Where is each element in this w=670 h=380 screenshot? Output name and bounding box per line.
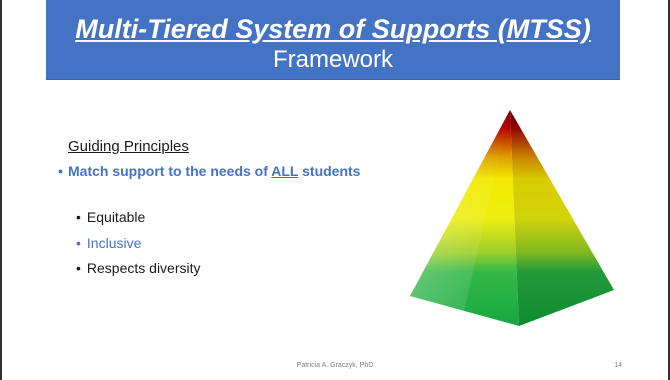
bullet-icon: • bbox=[58, 163, 63, 179]
main-bullet-text-end: students bbox=[298, 163, 361, 179]
guiding-principles-heading: Guiding Principles bbox=[68, 138, 189, 155]
bullet-icon: • bbox=[76, 235, 81, 251]
slide-title: Multi-Tiered System of Supports (MTSS) bbox=[75, 14, 591, 44]
page-number: 14 bbox=[614, 362, 622, 369]
main-bullet: • Match support to the needs of ALL stud… bbox=[58, 162, 398, 180]
slide-subtitle: Framework bbox=[272, 46, 393, 73]
sub-bullet-label: Inclusive bbox=[86, 235, 142, 251]
main-bullet-text: Match support to the needs of ALL studen… bbox=[68, 162, 398, 180]
bullet-icon: • bbox=[76, 209, 81, 225]
title-band: Multi-Tiered System of Supports (MTSS) F… bbox=[46, 0, 620, 80]
sub-bullet-label: Respects diversity bbox=[86, 260, 201, 276]
sub-bullet-inclusive: • Inclusive bbox=[76, 234, 141, 252]
bullet-icon: • bbox=[76, 260, 81, 276]
pyramid-highlight bbox=[410, 110, 510, 311]
sub-bullet-equitable: • Equitable bbox=[76, 208, 145, 226]
main-bullet-text-start: Match support to the needs of bbox=[68, 163, 272, 179]
footer-author: Patricia A. Graczyk, PhD bbox=[296, 362, 374, 369]
pyramid-graphic bbox=[410, 110, 614, 326]
main-bullet-emphasis: ALL bbox=[271, 163, 299, 179]
pyramid-right-face bbox=[510, 110, 614, 326]
sub-bullet-label: Equitable bbox=[86, 209, 146, 225]
sub-bullet-respects-diversity: • Respects diversity bbox=[76, 259, 201, 277]
slide-border-right bbox=[668, 0, 670, 380]
slide-border-left bbox=[0, 0, 2, 380]
